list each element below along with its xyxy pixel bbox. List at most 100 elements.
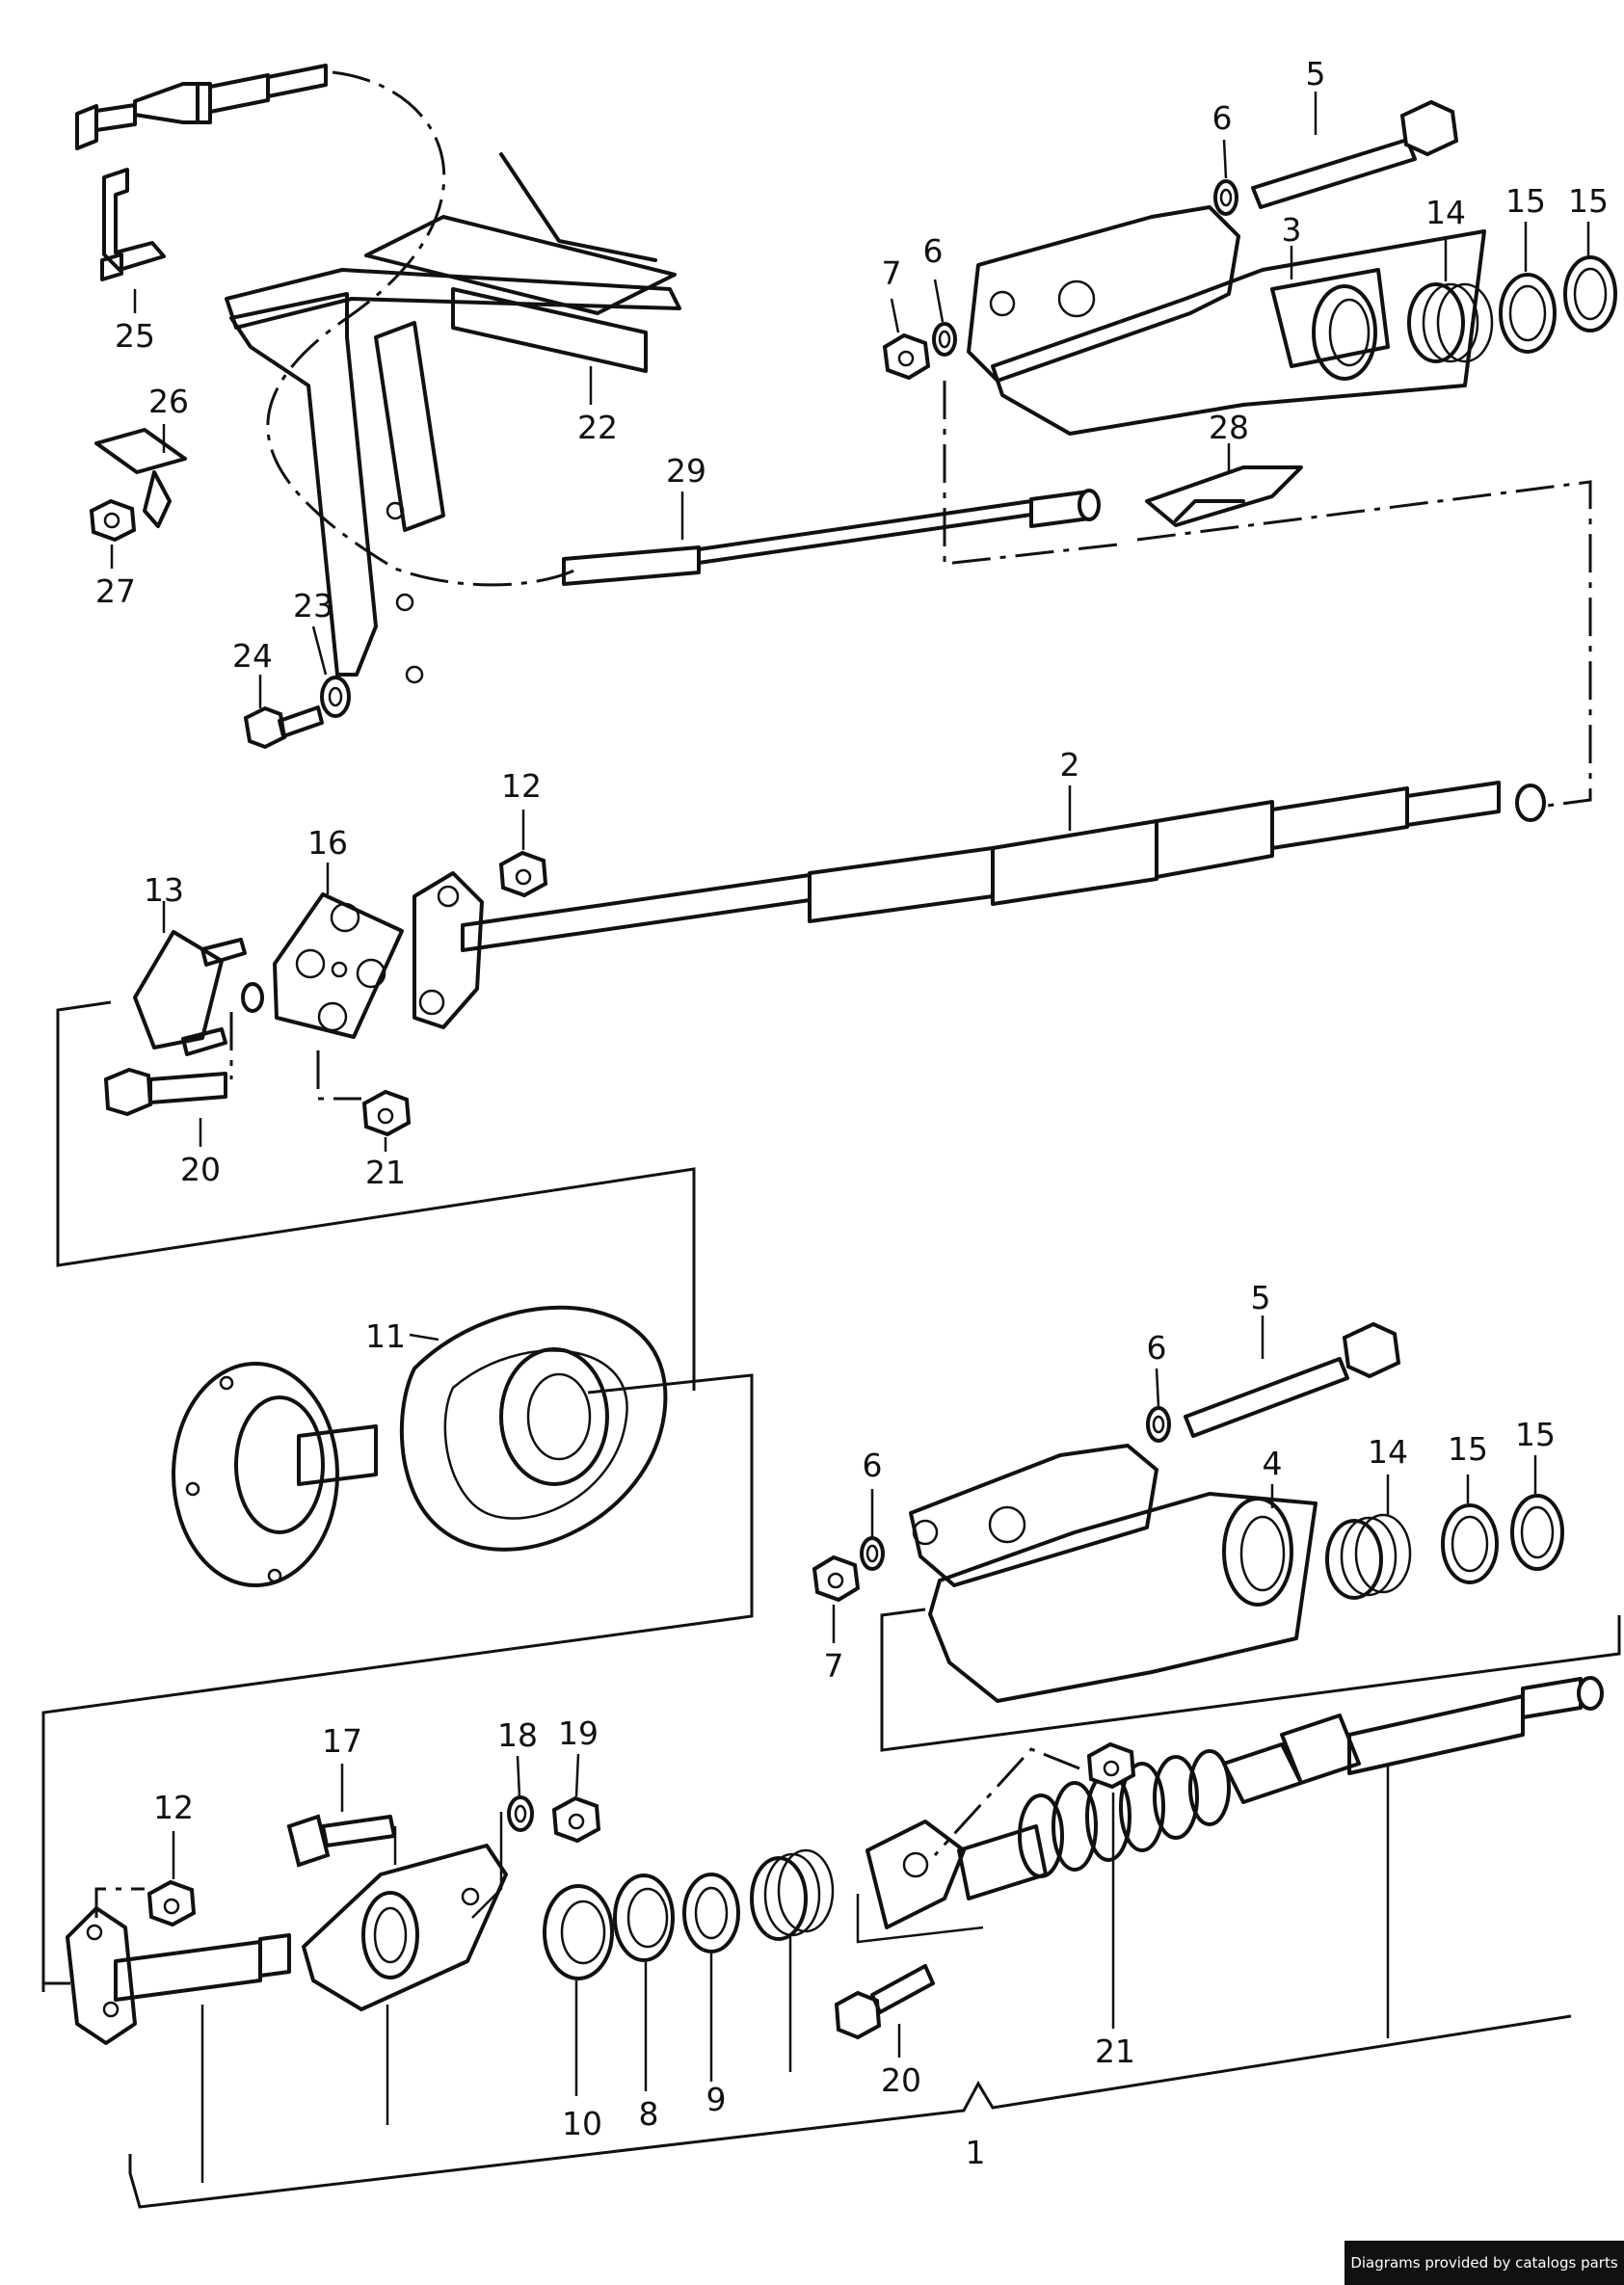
callout-12: 12 bbox=[501, 767, 542, 805]
callout-12: 12 bbox=[153, 1789, 194, 1826]
leader-23 bbox=[311, 625, 328, 676]
clamp-13 bbox=[133, 930, 247, 1056]
callout-15: 15 bbox=[1568, 182, 1609, 220]
callout-20: 20 bbox=[881, 2061, 921, 2099]
callout-25: 25 bbox=[115, 317, 155, 355]
spring-lower bbox=[750, 1848, 835, 1941]
nut-7a bbox=[882, 332, 931, 381]
nut-19 bbox=[551, 1795, 601, 1844]
callout-26: 26 bbox=[148, 383, 189, 420]
cable-end-connector bbox=[75, 64, 328, 150]
callout-20: 20 bbox=[180, 1151, 221, 1188]
leader-6a bbox=[1222, 139, 1228, 179]
bolt-24 bbox=[243, 705, 324, 750]
callout-29: 29 bbox=[666, 452, 706, 490]
callout-2: 2 bbox=[1060, 746, 1080, 784]
callout-3: 3 bbox=[1282, 211, 1302, 249]
clip-26 bbox=[94, 428, 187, 528]
guide-line-12b bbox=[94, 1887, 145, 1918]
grommet-11 bbox=[399, 1305, 668, 1552]
callout-6: 6 bbox=[1212, 99, 1233, 137]
callout-6: 6 bbox=[923, 232, 944, 270]
callout-14: 14 bbox=[1368, 1433, 1408, 1471]
ring-15c bbox=[1441, 1503, 1499, 1584]
nut-7b bbox=[812, 1554, 861, 1603]
leader-11 bbox=[409, 1333, 439, 1342]
callout-6: 6 bbox=[1147, 1329, 1167, 1367]
guide-line-21b bbox=[933, 1747, 1080, 1857]
callout-10: 10 bbox=[562, 2105, 602, 2142]
cable-routing-line bbox=[266, 70, 579, 587]
callout-7: 7 bbox=[824, 1647, 844, 1685]
bolt-20b bbox=[834, 1964, 935, 2040]
frame-mid-right bbox=[880, 1607, 1621, 1752]
callout-13: 13 bbox=[144, 871, 184, 909]
nut-12a bbox=[498, 850, 548, 898]
ring-15d bbox=[1510, 1494, 1564, 1571]
column-housing-4 bbox=[909, 1444, 1318, 1703]
credit-banner: Diagrams provided by catalogs parts bbox=[1344, 2241, 1624, 2285]
callout-5: 5 bbox=[1251, 1279, 1271, 1316]
lower-shaft bbox=[114, 1933, 291, 2002]
callout-15: 15 bbox=[1505, 182, 1546, 220]
washer-6c bbox=[1146, 1406, 1171, 1443]
cable-29 bbox=[562, 489, 1101, 586]
washer-6b bbox=[932, 322, 957, 357]
leader-6b bbox=[933, 279, 945, 323]
washer-18 bbox=[507, 1795, 534, 1832]
frame-line-top-left bbox=[943, 381, 1119, 566]
callout-23: 23 bbox=[293, 587, 333, 624]
frame-middle-left bbox=[56, 1000, 696, 1391]
washer-6d bbox=[860, 1536, 885, 1571]
flex-coupling-16 bbox=[273, 892, 404, 1039]
callout-7: 7 bbox=[882, 254, 902, 292]
flange-yoke bbox=[413, 871, 484, 1029]
lower-flange bbox=[66, 1906, 137, 2045]
callout-6: 6 bbox=[863, 1447, 883, 1484]
ring-15a bbox=[1499, 273, 1557, 354]
callout-22: 22 bbox=[577, 409, 618, 446]
callout-18: 18 bbox=[497, 1716, 538, 1754]
bellows bbox=[1018, 1749, 1231, 1878]
callout-14: 14 bbox=[1425, 194, 1466, 231]
leader-6c bbox=[1155, 1368, 1160, 1408]
washer-23 bbox=[320, 676, 351, 718]
nut-21b bbox=[1086, 1741, 1136, 1790]
leader-18 bbox=[516, 1755, 521, 1798]
callout-4: 4 bbox=[1263, 1445, 1283, 1482]
callout-8: 8 bbox=[639, 2095, 659, 2133]
spring-14a bbox=[1407, 282, 1494, 363]
callout-21: 21 bbox=[1095, 2033, 1135, 2070]
callout-17: 17 bbox=[322, 1722, 362, 1760]
washer-9 bbox=[682, 1873, 740, 1953]
leader-19 bbox=[574, 1753, 580, 1797]
flange-plate bbox=[172, 1362, 378, 1587]
clip-bracket-25 bbox=[100, 168, 166, 281]
callout-27: 27 bbox=[95, 572, 136, 610]
bolt-5a bbox=[1251, 99, 1459, 209]
frame-lower-left bbox=[41, 1714, 70, 1985]
frame-line-top-right bbox=[1136, 480, 1592, 808]
ring-8 bbox=[613, 1873, 675, 1962]
leader-7a bbox=[890, 298, 900, 333]
nut-12b bbox=[146, 1879, 197, 1927]
callout-labels: 1 2 3 4 5 5 6 6 6 6 7 7 8 9 10 11 12 12 … bbox=[95, 55, 1609, 2171]
column-housing-3 bbox=[967, 205, 1486, 436]
callout-16: 16 bbox=[307, 824, 348, 862]
callout-1: 1 bbox=[966, 2134, 986, 2171]
lower-housing bbox=[302, 1844, 508, 2011]
guide-line-18 bbox=[471, 1812, 503, 1919]
guide-line-21a bbox=[316, 1050, 361, 1101]
spring-14b bbox=[1325, 1513, 1412, 1600]
callout-24: 24 bbox=[232, 637, 273, 675]
callout-9: 9 bbox=[706, 2081, 727, 2118]
washer-shaft-joint bbox=[241, 982, 264, 1013]
steering-shaft-2 bbox=[461, 781, 1546, 952]
callout-21: 21 bbox=[365, 1154, 406, 1191]
mounting-bracket-22 bbox=[225, 152, 681, 684]
bolt-5b bbox=[1184, 1321, 1401, 1438]
bracket-part-1 bbox=[128, 2014, 1572, 2209]
bearing-10 bbox=[543, 1884, 614, 1980]
